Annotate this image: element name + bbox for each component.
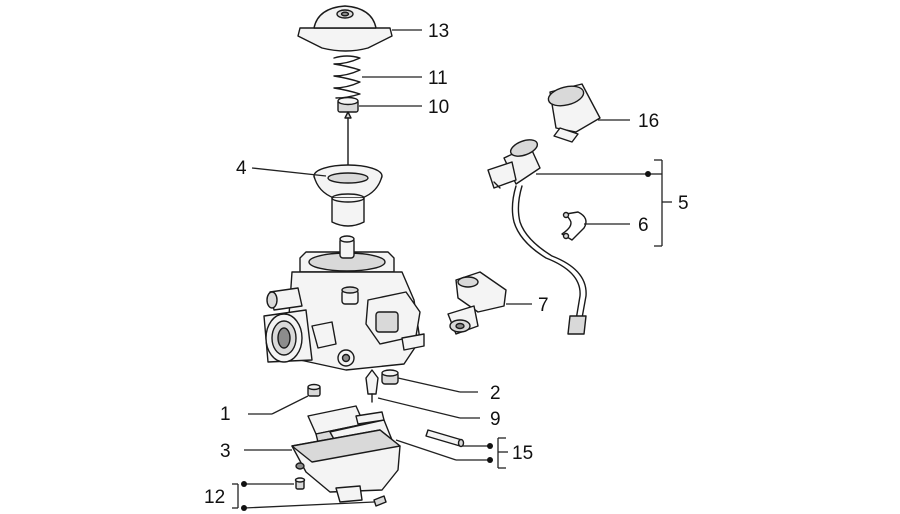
callout-13: 13 bbox=[428, 21, 449, 42]
callout-10: 10 bbox=[428, 97, 449, 118]
callout-7: 7 bbox=[538, 295, 549, 316]
float-pin bbox=[425, 429, 465, 448]
part-1-jet bbox=[307, 383, 321, 397]
dot-15-lower bbox=[487, 457, 493, 463]
callout-1: 1 bbox=[220, 404, 231, 425]
callout-5: 5 bbox=[678, 193, 689, 214]
dot-5-top bbox=[645, 171, 651, 177]
part-2-plug bbox=[381, 369, 399, 385]
callout-3: 3 bbox=[220, 441, 231, 462]
callout-16: 16 bbox=[638, 111, 659, 132]
callout-labels: 13 11 10 4 16 5 6 7 2 1 9 3 15 12 bbox=[204, 21, 689, 508]
dot-15-upper bbox=[487, 443, 493, 449]
carburetor-body bbox=[263, 235, 425, 371]
part-10-spring-seat bbox=[337, 96, 359, 113]
callout-9: 9 bbox=[490, 409, 501, 430]
part-6-clip bbox=[561, 211, 587, 241]
callout-2: 2 bbox=[490, 383, 501, 404]
part-5-starter-cable bbox=[487, 139, 587, 335]
callout-12: 12 bbox=[204, 487, 225, 508]
part-11-spring bbox=[333, 55, 361, 99]
callout-4: 4 bbox=[236, 158, 247, 179]
dot-12-lower bbox=[241, 505, 247, 511]
callout-6: 6 bbox=[638, 215, 649, 236]
leader-lines bbox=[232, 29, 672, 509]
part-9-float-needle bbox=[365, 369, 379, 403]
leader-dots bbox=[241, 171, 651, 511]
callout-15: 15 bbox=[512, 443, 533, 464]
part-4-diaphragm-slide bbox=[313, 164, 383, 227]
part-3-float-bowl bbox=[291, 429, 401, 503]
part-7-valve bbox=[447, 271, 507, 335]
part-13-top-cover bbox=[297, 5, 393, 52]
callout-11: 11 bbox=[428, 68, 448, 89]
dot-12-upper bbox=[241, 481, 247, 487]
part-16-sleeve bbox=[547, 83, 601, 143]
part-12-screws bbox=[294, 477, 387, 507]
